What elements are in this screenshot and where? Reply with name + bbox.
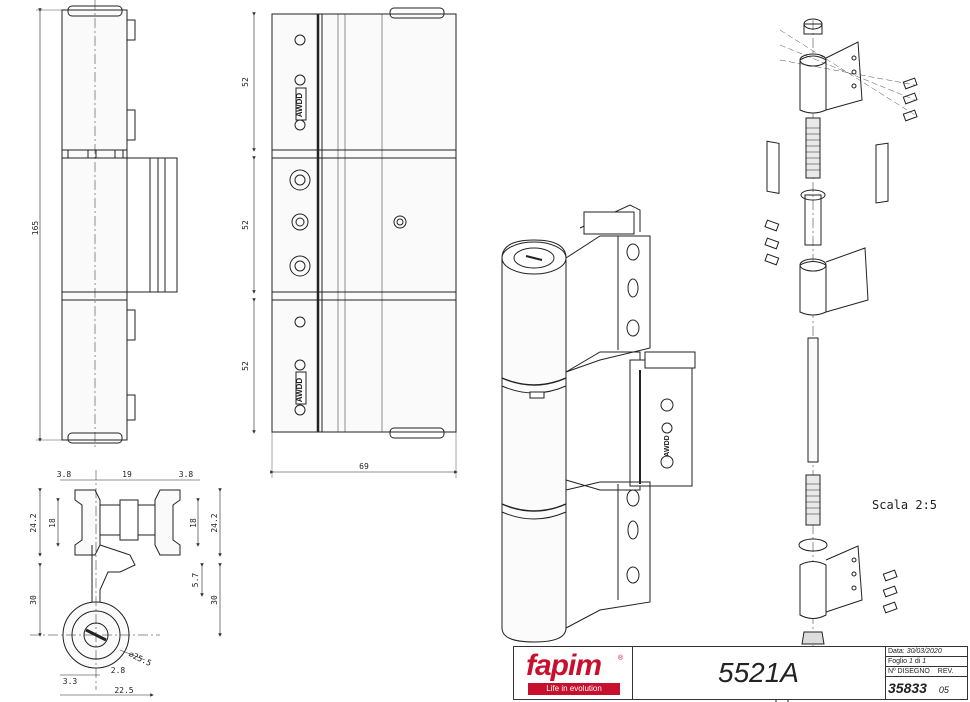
revision-value: 05 (938, 685, 949, 695)
logo-registered: ® (618, 655, 624, 662)
plan-view (30, 470, 222, 697)
drawing-number: 35833 (888, 680, 927, 696)
dim-bottom-small: 2.8 (111, 666, 126, 675)
dim-height-total: 165 (31, 221, 40, 236)
side-view (36, 0, 178, 450)
sheet-of: di (914, 658, 921, 665)
drawing-number-row: 35833 05 (885, 677, 967, 699)
date-row: Data: 30/03/2020 (885, 647, 967, 657)
front-view (252, 7, 458, 478)
sheet-row: Foglio 1 di 1 (885, 657, 967, 667)
dim-plan-top-center: 19 (122, 470, 132, 479)
title-block: fapim ® Life in evolution 5521A Data: 30… (513, 646, 968, 700)
sheet-value: 1 (909, 658, 913, 665)
badge-bottom: AWDD (295, 378, 304, 403)
product-code: 5521A (632, 647, 886, 699)
drawing-header-row: Nº DISEGNO REV. (885, 667, 967, 677)
dim-front-top: 52 (241, 77, 250, 87)
dim-front-bottom: 52 (241, 361, 250, 371)
badge-iso: AWDD (664, 435, 671, 456)
company-logo: fapim ® Life in evolution (514, 647, 633, 699)
dim-plan-top-left: 3.8 (57, 470, 72, 479)
dim-diameter: ∅25.5 (127, 650, 153, 668)
exploded-view (764, 18, 918, 702)
sheet-label: Foglio (888, 658, 908, 665)
dim-arm-left: 30 (29, 595, 38, 605)
dim-plan-right-inner: 18 (189, 518, 198, 528)
dim-plan-right-outer: 24.2 (210, 513, 219, 532)
sheet-total: 1 (922, 658, 927, 665)
dim-front-width: 69 (359, 462, 369, 471)
date-label: Data: (888, 648, 905, 655)
dim-front-middle: 52 (241, 220, 250, 230)
dim-plan-left-outer: 24.2 (29, 513, 38, 532)
scale-label: Scala 2:5 (872, 498, 938, 512)
dim-plan-left-inner: 18 (48, 518, 57, 528)
drawing-info: Data: 30/03/2020 Foglio 1 di 1 Nº DISEGN… (885, 647, 967, 699)
dim-plan-top-right: 3.8 (179, 470, 194, 479)
dim-arm-right-small: 5.7 (191, 573, 200, 588)
dim-bottom-width: 22.5 (114, 686, 133, 695)
badge-top: AWDD (295, 93, 304, 118)
date-value: 30/03/2020 (906, 648, 942, 655)
dim-arm-right: 30 (210, 595, 219, 605)
drawing-label: Nº DISEGNO (888, 668, 930, 675)
rev-label: REV. (937, 668, 954, 675)
logo-text: fapim (526, 649, 602, 682)
dim-bottom-offset: 3.3 (63, 677, 78, 686)
isometric-hinge (501, 204, 696, 643)
logo-tagline: Life in evolution (528, 683, 620, 695)
